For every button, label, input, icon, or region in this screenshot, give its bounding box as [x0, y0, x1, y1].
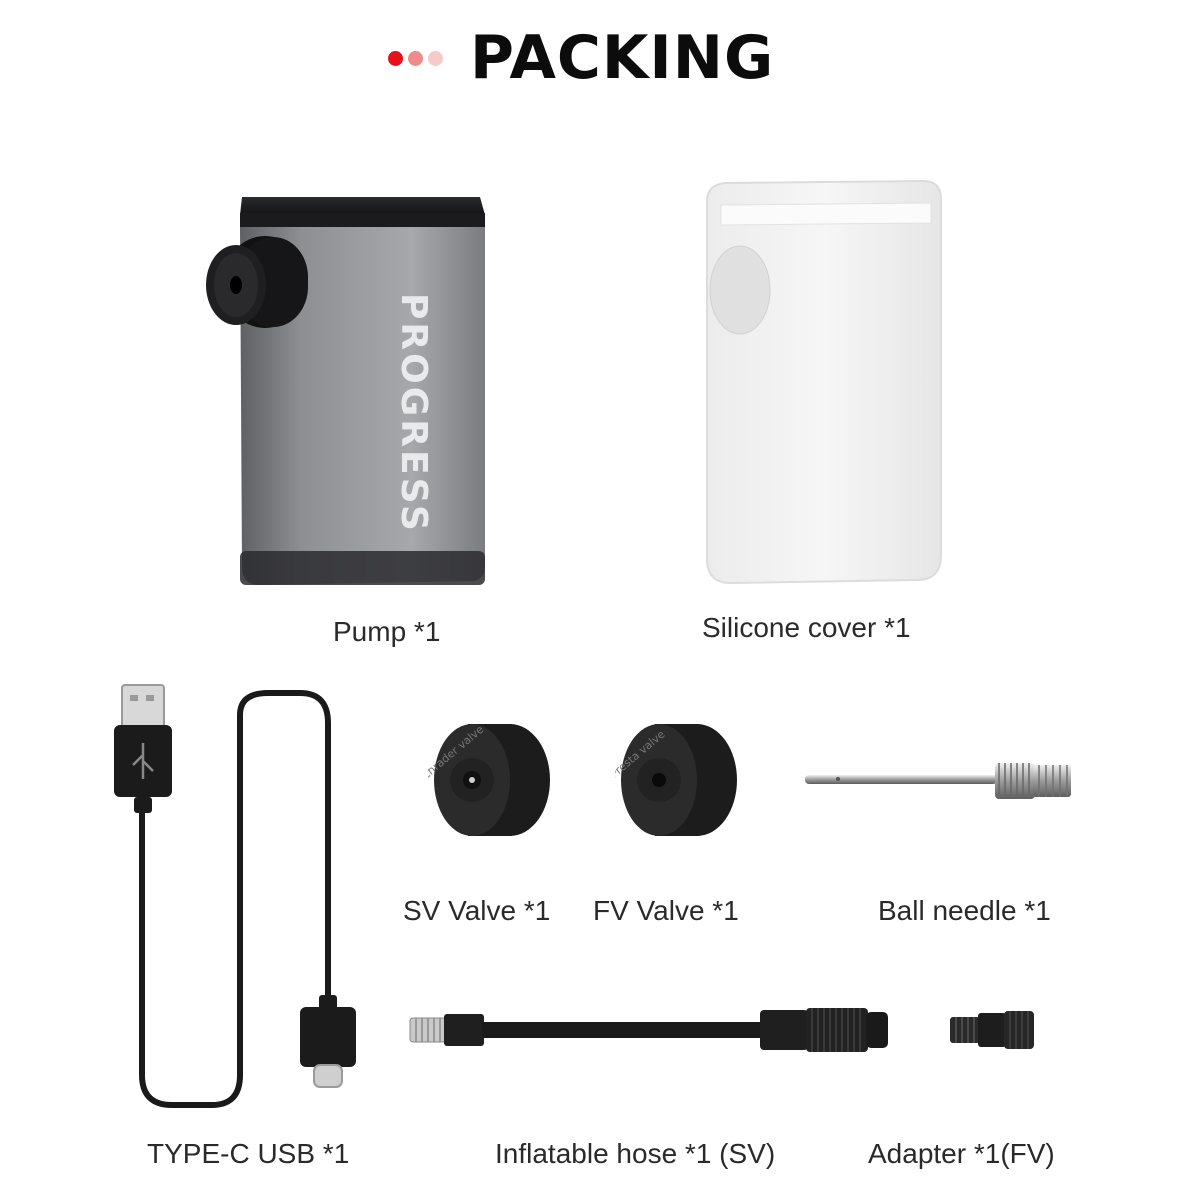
label-hose: Inflatable hose *1 (SV) — [495, 1138, 776, 1169]
label-sv-valve: SV Valve *1 — [403, 895, 551, 926]
page-header: PACKING — [0, 22, 1200, 94]
pump-brand: PROGRESS — [393, 293, 434, 534]
label-silicone-cover: Silicone cover *1 — [702, 612, 911, 643]
dot-1 — [388, 51, 403, 66]
decorative-dots — [388, 51, 452, 67]
label-usb-cable: TYPE-C USB *1 — [147, 1138, 350, 1169]
label-ball-needle: Ball needle *1 — [878, 895, 1051, 926]
silicone-cover-icon — [695, 175, 950, 590]
sv-valve-icon: Schrader valve — [428, 720, 553, 840]
pump-icon: PROGRESS — [190, 175, 500, 595]
fv-valve-icon: Presta valve — [615, 720, 740, 840]
label-pump: Pump *1 — [333, 616, 441, 647]
label-fv-valve: FV Valve *1 — [593, 895, 739, 926]
usb-cable-icon — [100, 675, 370, 1115]
dot-2 — [408, 51, 423, 66]
ball-needle-icon — [803, 745, 1078, 815]
page-title: PACKING — [470, 23, 775, 93]
dot-3 — [428, 51, 443, 66]
adapter-icon — [948, 1005, 1038, 1055]
hose-icon — [408, 1000, 890, 1060]
label-adapter: Adapter *1(FV) — [868, 1138, 1055, 1169]
